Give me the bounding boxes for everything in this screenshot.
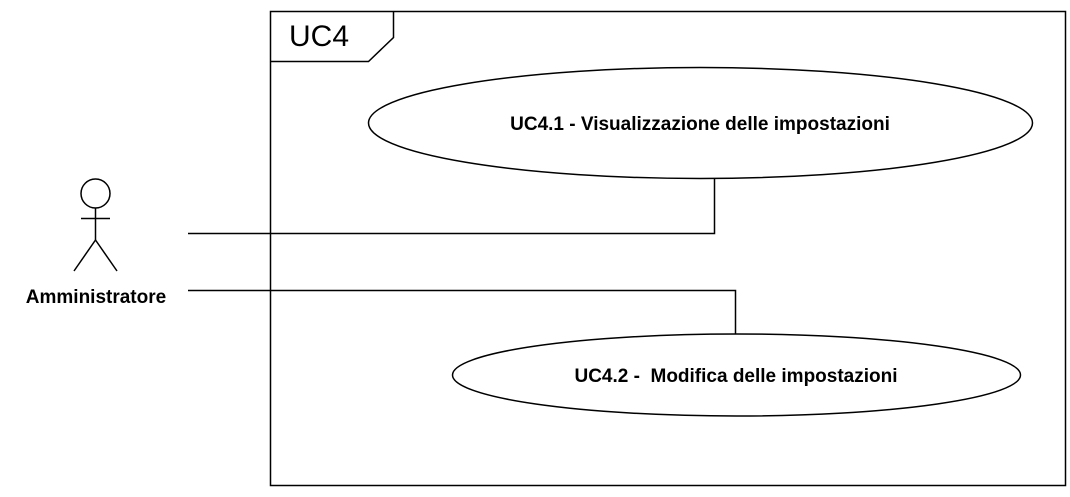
system-title: UC4 xyxy=(289,20,349,53)
use-case-uc4-1-ellipse xyxy=(367,66,1034,180)
actor-right-leg xyxy=(94,239,118,272)
use-case-uc4-2-label: UC4.2 - Modifica delle impostazioni xyxy=(574,366,897,387)
use-case-uc4-1-label: UC4.1 - Visualizzazione delle impostazio… xyxy=(510,114,890,135)
actor-name: Amministratore xyxy=(26,287,166,308)
system-boundary: UC4 xyxy=(269,10,1067,487)
system-boundary-box xyxy=(269,10,1067,487)
association-uc4-2[interactable] xyxy=(188,289,737,335)
association-uc4-1[interactable] xyxy=(188,179,716,235)
use-case-uc4-2[interactable]: UC4.2 - Modifica delle impostazioni xyxy=(451,333,1022,417)
system-title-tab xyxy=(270,11,395,63)
actor-amministratore[interactable]: Amministratore xyxy=(26,178,166,308)
actor-left-leg xyxy=(73,239,97,272)
actor-head xyxy=(80,178,111,209)
use-case-uc4-1[interactable]: UC4.1 - Visualizzazione delle impostazio… xyxy=(367,66,1034,180)
use-case-uc4-2-ellipse xyxy=(451,333,1022,417)
